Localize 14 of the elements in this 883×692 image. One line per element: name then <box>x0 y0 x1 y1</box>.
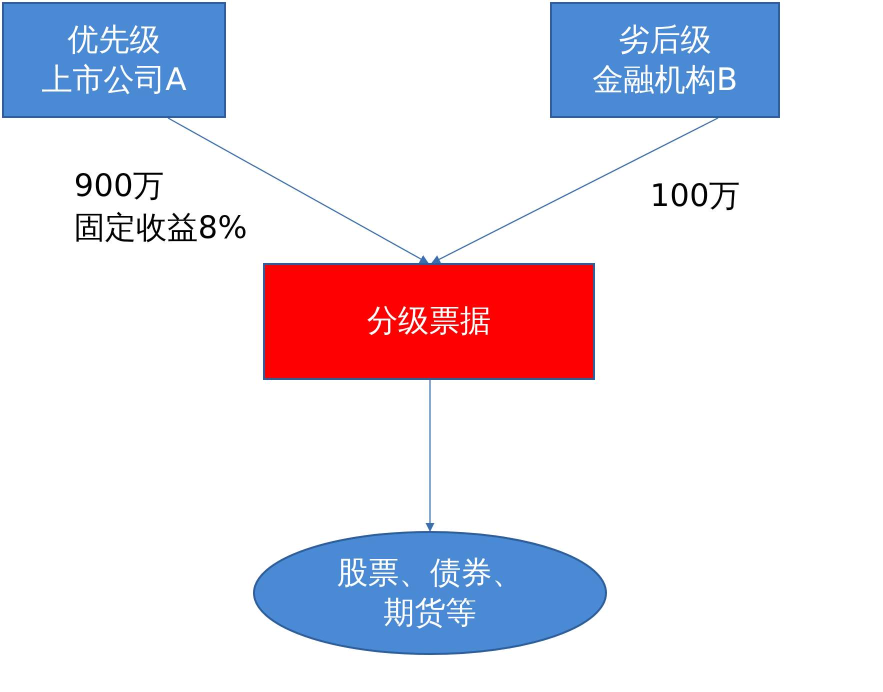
node-text: 股票、债券、期货等 <box>336 554 524 633</box>
edge-label: 900万固定收益8% <box>74 167 248 248</box>
node-text: 分级票据 <box>367 302 491 342</box>
process-box <box>550 2 780 118</box>
node-text: 上市公司A <box>41 61 187 100</box>
node-text: 劣后级 <box>618 20 712 60</box>
arrow <box>431 117 718 264</box>
arrow <box>426 380 434 532</box>
process-box <box>2 2 226 118</box>
process-box <box>263 263 595 380</box>
node-text: 金融机构B <box>592 61 738 100</box>
arrow <box>168 117 429 264</box>
edge-label: 100万 <box>650 177 742 216</box>
node-text: 优先级 <box>68 20 160 60</box>
